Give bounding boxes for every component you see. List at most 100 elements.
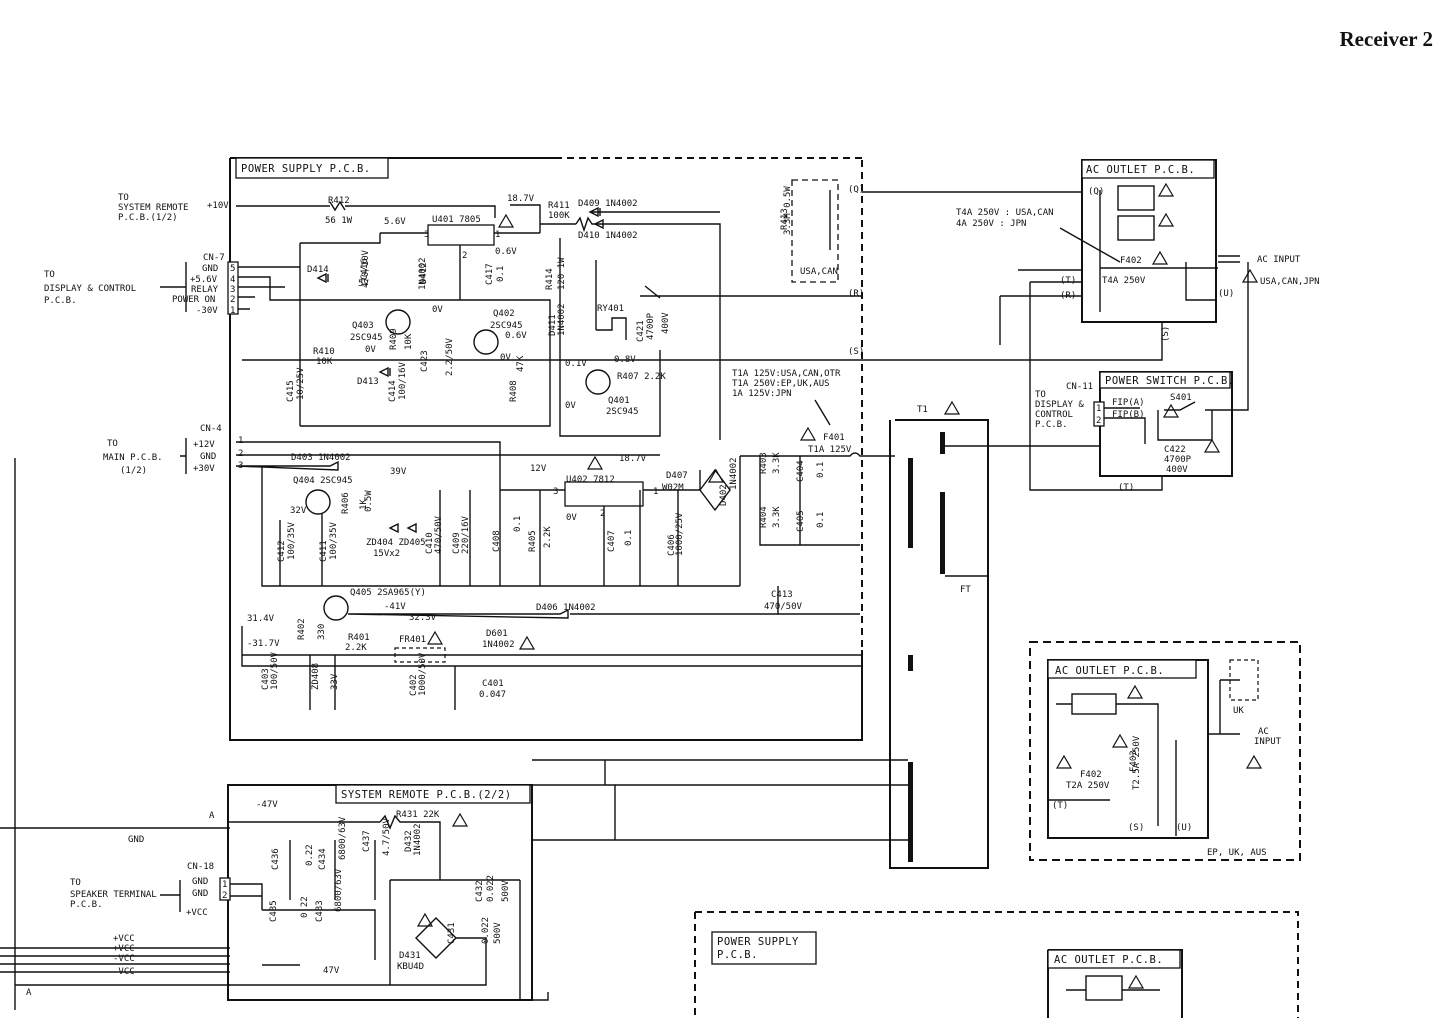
c436-label: C436 (271, 848, 281, 870)
d403-label: D403 1N4002 (291, 453, 351, 463)
rail-a-label: A (26, 988, 32, 998)
v06b-label: 0.6V (505, 331, 527, 341)
d410-label: D410 1N4002 (578, 231, 638, 241)
ac-outlet-alt-board: AC OUTLET P.C.B. UK AC INPUT F402 T2A 25… (1029, 641, 1301, 861)
to-display-right-label: P.C.B. (1035, 420, 1068, 430)
v56-label: 5.6V (384, 217, 406, 227)
svg-text:2: 2 (238, 449, 243, 459)
c422-rating: 400V (1166, 465, 1188, 475)
r413-label: R413 (780, 208, 790, 230)
power-switch-board-title: POWER SWITCH P.C.B. (1105, 375, 1235, 387)
cn11-pin-label: FIP(B) (1112, 410, 1145, 420)
system-remote-board: SYSTEM REMOTE P.C.B.(2/2) A A GND -47V R… (26, 759, 625, 1001)
d431-value: KBU4D (397, 962, 424, 972)
c417-value: 0.1 (496, 266, 506, 282)
svg-text:2: 2 (1096, 416, 1101, 426)
r409-value: 10K (404, 333, 414, 350)
to-main-label: (1/2) (120, 466, 147, 476)
c415-value: 10/25V (296, 367, 306, 400)
c416-label: C416 (360, 258, 370, 280)
cn4-pin-label: GND (200, 452, 216, 462)
r402-value: 330 (317, 624, 327, 640)
v0-label: 0V (500, 353, 511, 363)
zd404-label: ZD404 ZD405 (366, 538, 426, 548)
fuse-note-line: T1A 125V:USA,CAN,OTR (732, 369, 841, 379)
d601-label: D601 (486, 629, 508, 639)
left-rails (0, 458, 230, 1010)
f401-fuse: T1A 125V:USA,CAN,OTR T1A 250V:EP,UK,AUS … (732, 369, 895, 457)
v12-label: 12V (530, 464, 547, 474)
to-system-remote-label: SYSTEM REMOTE (118, 203, 188, 213)
power-supply-board-title: POWER SUPPLY P.C.B. (241, 163, 371, 175)
v47n-label: -47V (256, 800, 278, 810)
c417-label: C417 (485, 263, 495, 285)
vcc-rail-label: -VCC (113, 954, 135, 964)
cn4-pin-label: +12V (193, 440, 215, 450)
d431-label: D431 (399, 951, 421, 961)
c434-value: 6800/63V (338, 816, 348, 860)
c403-value: 100/50V (270, 651, 280, 690)
c410-label: C410 (425, 532, 435, 554)
ac-outlet-board-title: AC OUTLET P.C.B. (1086, 164, 1195, 176)
f402-alt-label: F402 (1080, 770, 1102, 780)
node-s: (S) (1128, 823, 1144, 833)
vcc-rail-label: +VCC (113, 934, 135, 944)
c435-label: C435 (269, 900, 279, 922)
c405-value: 0.1 (816, 512, 826, 528)
c413-value: 470/50V (764, 602, 803, 612)
c431-rating: 500V (493, 922, 503, 944)
r412-value: 56 1W (325, 216, 353, 226)
c423-value: 2.2/50V (445, 337, 455, 376)
to-display-right-label: TO (1035, 390, 1046, 400)
c421-label: C421 (636, 320, 646, 342)
v01-label: 0.1V (565, 359, 587, 369)
rail-a-label: A (209, 811, 215, 821)
ep-region-label: EP, UK, AUS (1207, 848, 1267, 858)
uk-label: UK (1233, 706, 1244, 716)
q404-label: Q404 2SC945 (293, 476, 353, 486)
r407-label: R407 2.2K (617, 372, 666, 382)
node-u: (U) (1218, 289, 1234, 299)
q402-label: Q402 (493, 309, 515, 319)
v314-label: 31.4V (247, 614, 275, 624)
q401-value: 2SC945 (606, 407, 639, 417)
r406-rating: 0.5W (364, 490, 374, 512)
cn18-pin-label: GND (192, 877, 208, 887)
c435-value: 0.22 (300, 896, 310, 918)
c404-label: C404 (796, 460, 806, 482)
to-display-right-label: DISPLAY & (1035, 400, 1084, 410)
page-header: Receiver 2 (1340, 27, 1433, 51)
v0-label: 0V (432, 305, 443, 315)
c432-rating: 500V (501, 880, 511, 902)
lower-ac-outlet-board: AC OUTLET P.C.B. (1047, 949, 1183, 1018)
q405-area: Q405 2SA965(Y) -41V 32.3V 31.4V -31.7V D… (241, 586, 862, 710)
ac-input-region: USA,CAN,JPN (1260, 277, 1320, 287)
q401-label: Q401 (608, 396, 630, 406)
cn7-pin-label: +5.6V (190, 275, 218, 285)
v317-label: -31.7V (247, 639, 280, 649)
vcc-rail-label: +VCC (113, 944, 135, 954)
node-s: (S) (848, 347, 864, 357)
f402-alt-value: T2A 250V (1066, 781, 1110, 791)
r410-label: R410 (313, 347, 335, 357)
r405-label: R405 (528, 530, 538, 552)
d413-label: D413 (357, 377, 379, 387)
to-display-label: P.C.B. (44, 296, 77, 306)
lower-power-supply-title: P.C.B. (717, 949, 758, 961)
transformer-t1: T1 FT (605, 400, 1100, 869)
cn7-pin-label: POWER ON (172, 295, 215, 305)
svg-text:2: 2 (600, 509, 605, 519)
c413-label: C413 (771, 590, 793, 600)
ac-outlet-board: AC OUTLET P.C.B. (Q) T4A 250V : USA,CAN … (862, 159, 1320, 361)
ac-outlet-alt-title: AC OUTLET P.C.B. (1055, 665, 1164, 677)
fuse-note-line: T1A 250V:EP,UK,AUS (732, 379, 830, 389)
c409-value: 220/16V (461, 515, 471, 554)
svg-text:1: 1 (230, 306, 235, 316)
c431-value: 0.022 (481, 917, 491, 944)
u401-label: U401 7805 (432, 215, 481, 225)
v47-label: 47V (323, 966, 340, 976)
c422-label: C422 (1164, 445, 1186, 455)
fuse-note-line: 1A 125V:JPN (732, 389, 792, 399)
cn18-pin-label: GND (192, 889, 208, 899)
